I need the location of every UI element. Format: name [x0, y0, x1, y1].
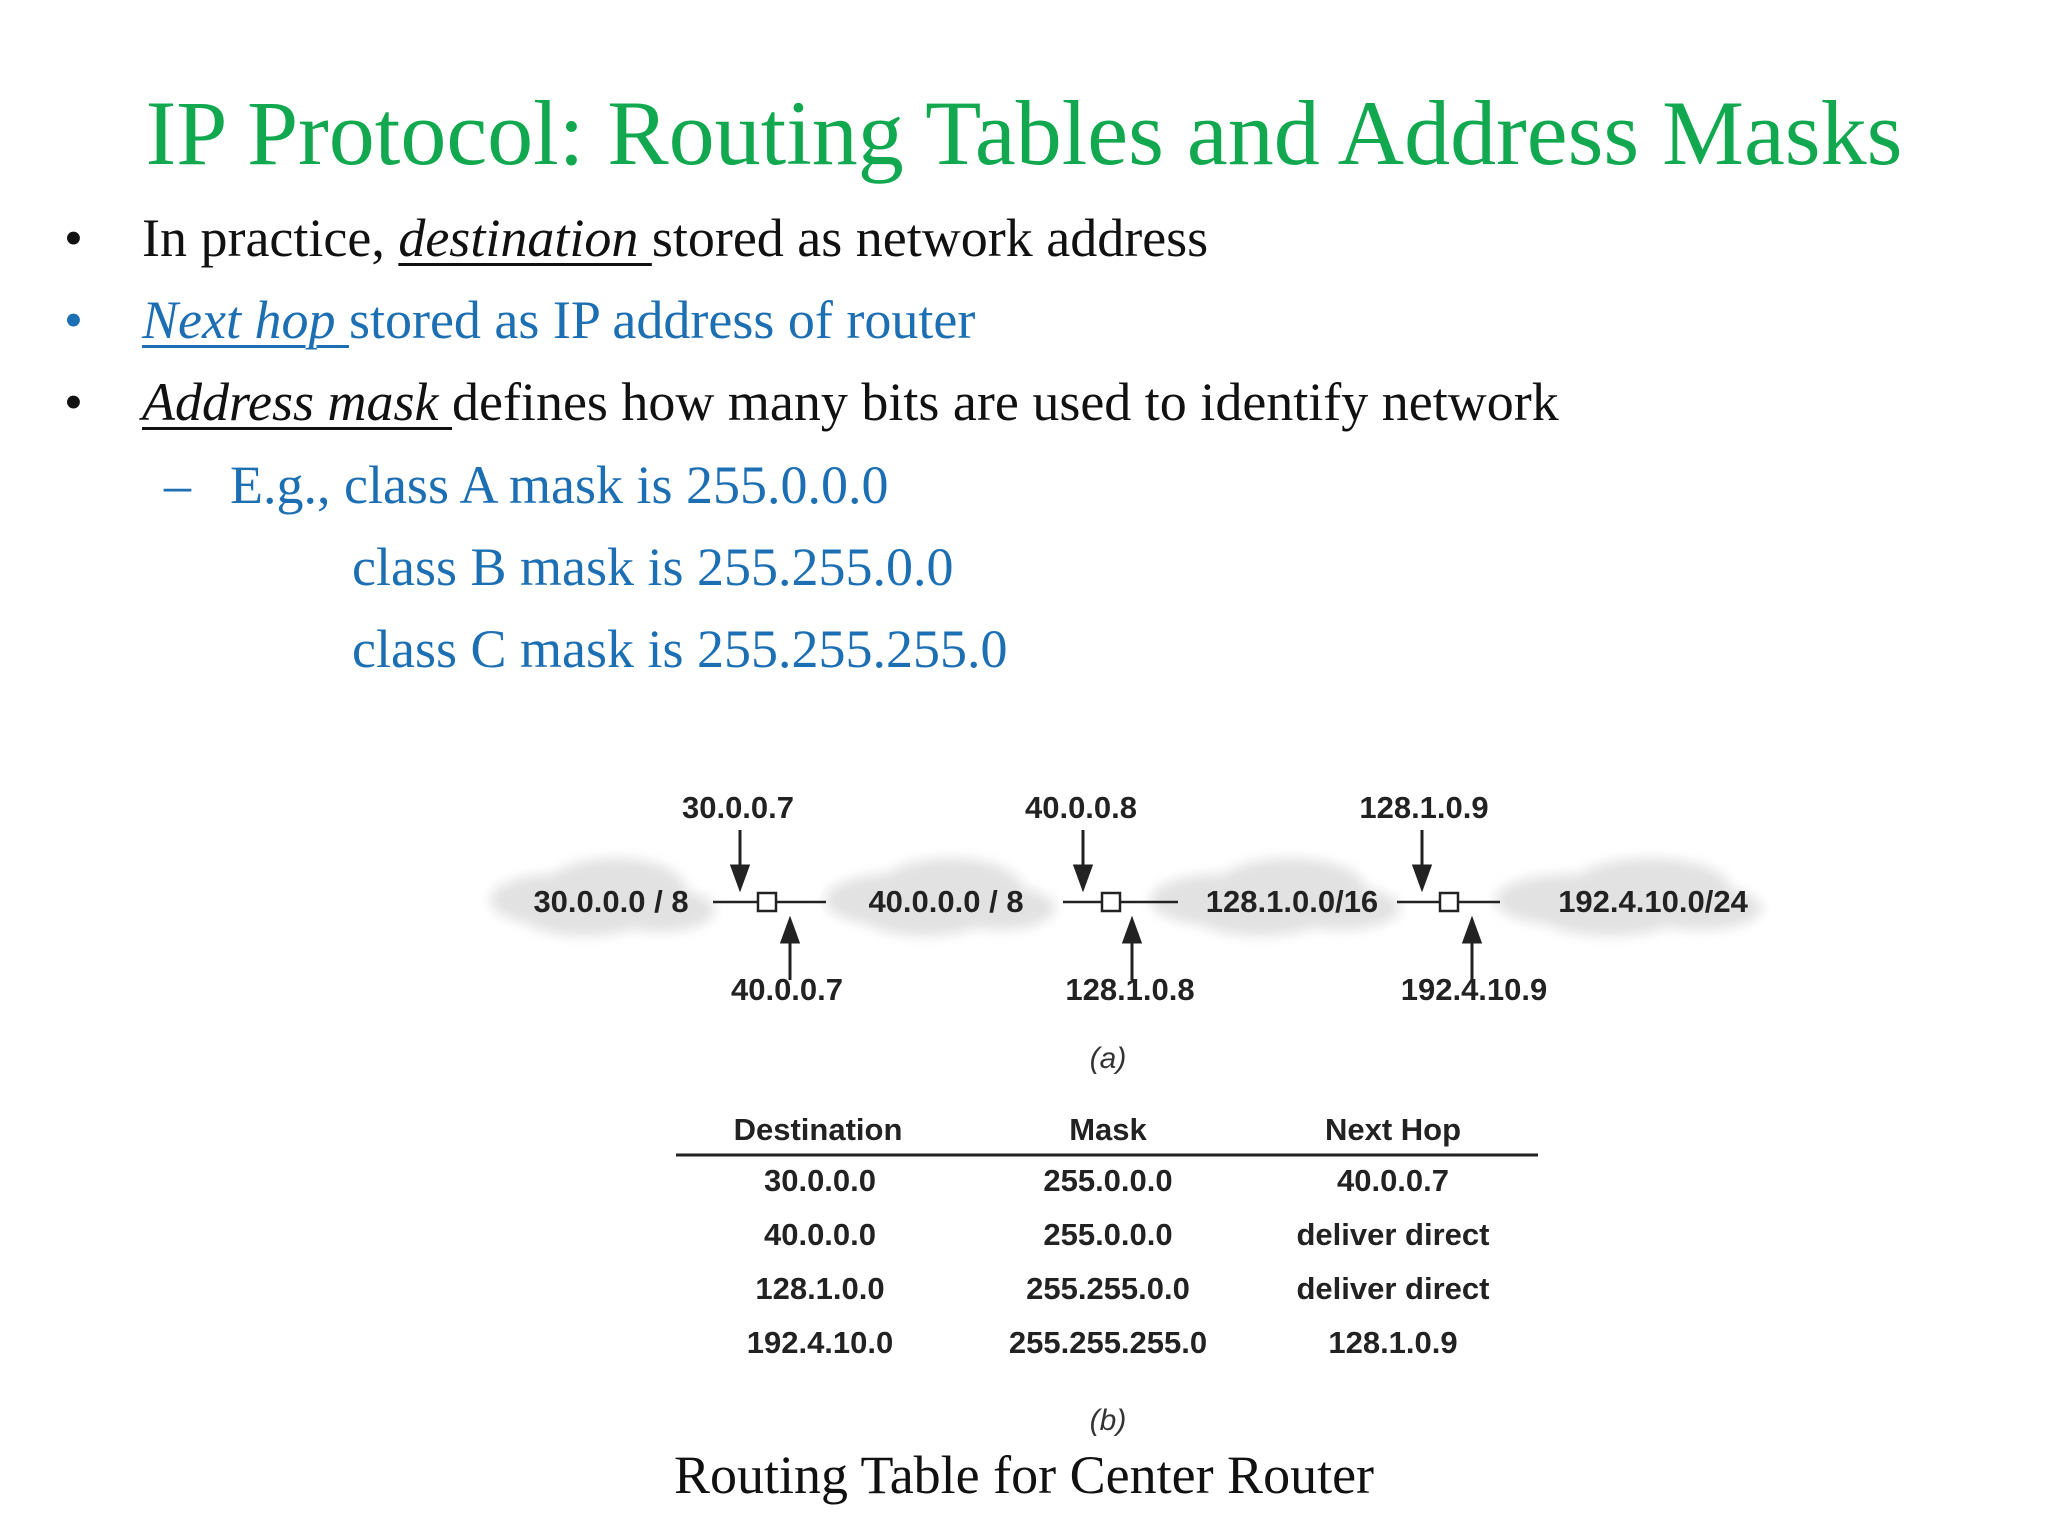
- arrow-up-icon: [1121, 915, 1143, 980]
- figure-label-b: (b): [1090, 1404, 1127, 1437]
- bullet-suffix: defines how many bits are used to identi…: [451, 372, 1559, 432]
- cloud-net-128: [1150, 858, 1400, 936]
- cloud-net-30: [490, 858, 715, 936]
- table-header: Mask: [1069, 1112, 1147, 1147]
- table-cell: 255.255.0.0: [1026, 1271, 1190, 1306]
- sub-bullet-marker: –: [164, 455, 191, 515]
- term-address-mask: Address mask: [142, 372, 452, 432]
- slide-title: IP Protocol: Routing Tables and Address …: [145, 82, 1903, 184]
- table-cell: 255.0.0.0: [1043, 1217, 1172, 1252]
- table-cell: 30.0.0.0: [764, 1163, 876, 1198]
- cloud-net-40: [825, 858, 1055, 936]
- bullet-marker: •: [64, 208, 83, 268]
- table-cell: deliver direct: [1297, 1271, 1490, 1306]
- table-cell: 40.0.0.0: [764, 1217, 876, 1252]
- sub-bullet-class-a: – E.g., class A mask is 255.0.0.0: [0, 450, 2048, 520]
- routing-table: Destination Mask Next Hop 30.0.0.0 255.0…: [676, 1112, 1538, 1360]
- bullet-marker: •: [64, 372, 83, 432]
- router-addr-bottom: 128.1.0.8: [1065, 972, 1194, 1007]
- table-cell: 40.0.0.7: [1337, 1163, 1449, 1198]
- table-cell: 255.0.0.0: [1043, 1163, 1172, 1198]
- table-header: Destination: [734, 1112, 903, 1147]
- term-destination: destination: [398, 208, 652, 268]
- mask-class-c: class C mask is 255.255.255.0: [352, 619, 1008, 679]
- bullet-marker: •: [64, 290, 83, 350]
- router-icon: [1438, 891, 1460, 913]
- network-label: 128.1.0.0/16: [1206, 884, 1378, 919]
- network-label: 192.4.10.0/24: [1558, 884, 1748, 919]
- term-next-hop: Next hop: [142, 290, 349, 350]
- router-addr-top: 30.0.0.7: [682, 790, 794, 825]
- mask-class-b: class B mask is 255.255.0.0: [352, 537, 954, 597]
- figure-caption: Routing Table for Center Router: [673, 1445, 1375, 1505]
- table-cell: deliver direct: [1297, 1217, 1490, 1252]
- cloud-net-192: [1495, 858, 1762, 936]
- table-cell: 128.1.0.0: [755, 1271, 884, 1306]
- arrow-up-icon: [779, 915, 801, 980]
- arrow-up-icon: [1461, 915, 1483, 980]
- router-addr-bottom: 192.4.10.9: [1401, 972, 1548, 1007]
- bullet-suffix: stored as network address: [651, 208, 1209, 268]
- router-addr-bottom: 40.0.0.7: [731, 972, 843, 1007]
- bullet-suffix: stored as IP address of router: [348, 290, 976, 350]
- table-row: 30.0.0.0 255.0.0.0 40.0.0.7: [764, 1163, 1449, 1198]
- table-cell: 255.255.255.0: [1009, 1325, 1207, 1360]
- arrow-down-icon: [1072, 830, 1094, 893]
- mask-class-a: E.g., class A mask is 255.0.0.0: [230, 455, 889, 515]
- table-row: 192.4.10.0 255.255.255.0 128.1.0.9: [747, 1325, 1458, 1360]
- router-icon: [1100, 891, 1122, 913]
- table-cell: 192.4.10.0: [747, 1325, 894, 1360]
- bullet-prefix: In practice,: [142, 208, 399, 268]
- router-addr-top: 40.0.0.8: [1025, 790, 1137, 825]
- table-row: 128.1.0.0 255.255.0.0 deliver direct: [755, 1271, 1489, 1306]
- arrow-down-icon: [1411, 830, 1433, 893]
- table-cell: 128.1.0.9: [1328, 1325, 1457, 1360]
- network-label: 40.0.0.0 / 8: [868, 884, 1023, 919]
- router-addr-top: 128.1.0.9: [1359, 790, 1488, 825]
- network-label: 30.0.0.0 / 8: [533, 884, 688, 919]
- router-icon: [756, 891, 778, 913]
- table-row: 40.0.0.0 255.0.0.0 deliver direct: [764, 1217, 1490, 1252]
- figure-label-a: (a): [1090, 1042, 1127, 1075]
- table-header: Next Hop: [1325, 1112, 1461, 1147]
- arrow-down-icon: [729, 830, 751, 893]
